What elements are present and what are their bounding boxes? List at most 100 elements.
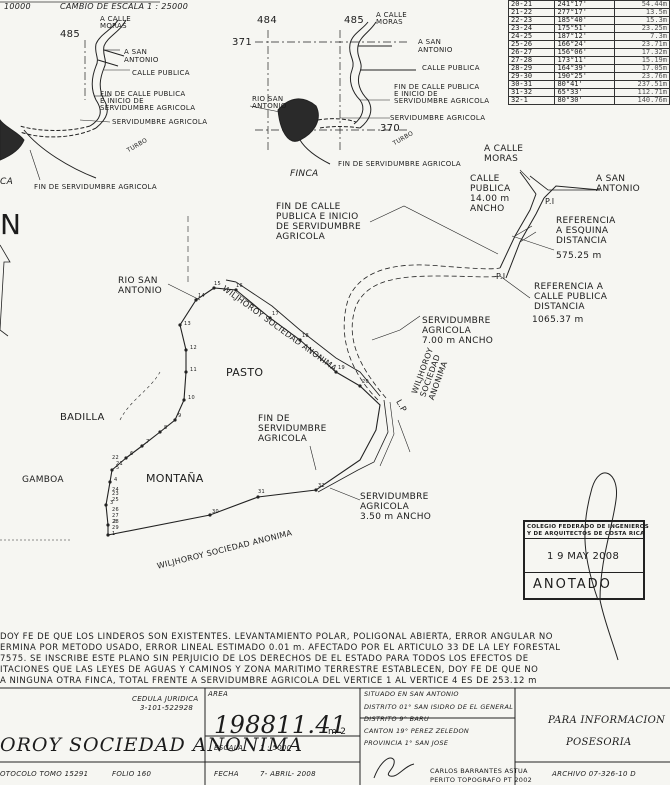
plan-ref-esquina-dist: 575.25 m — [556, 251, 602, 261]
sketch2-coord-485: 485 — [344, 15, 364, 26]
sketch2-coord-484: 484 — [257, 15, 277, 26]
cert-line-4: ITACIONES QUE LAS LEYES DE AGUAS Y CAMIN… — [0, 665, 539, 675]
vertex-label: 10 — [188, 395, 195, 401]
vertex-label: 22 — [112, 455, 119, 461]
sketch2-fin-serv: FIN DE SERVIDUMBRE AGRICOLA — [338, 160, 462, 168]
escala-value: 1 : 5000 — [260, 744, 292, 752]
vertex-label: 6 — [130, 451, 134, 457]
escala-label: ESCALA — [214, 744, 244, 752]
vertex-label: 2 — [113, 519, 117, 525]
area-label: AREA — [208, 690, 229, 698]
sketch2-rio: RIO SAN ANTONIO — [252, 95, 287, 110]
vertex-label: 25 — [112, 497, 119, 503]
surveyor-title: PERITO TOPOGRAFO PT 2002 — [430, 776, 533, 784]
sketch1-fin-calle: FIN DE CALLE PUBLICA E INICIO DE SERVIDU… — [100, 90, 196, 112]
vertex-label: 1 — [112, 531, 116, 537]
distrito2: DISTRITO 9° BARU — [364, 715, 430, 723]
sketch2-calle-publica: CALLE PUBLICA — [422, 64, 480, 72]
vertex-label: 14 — [198, 293, 205, 299]
situado: SITUADO EN SAN ANTONIO — [364, 690, 459, 698]
sketch2-coord-371: 371 — [232, 37, 252, 48]
plan-san-antonio: A SAN ANTONIO — [596, 174, 641, 194]
sketch2-calle-moras: A CALLE MORAS — [376, 11, 408, 26]
title-block-lines — [0, 687, 670, 785]
sketch2-coord-370: 370 — [380, 123, 400, 134]
cert-line-5: A NINGUNA OTRA FINCA, TOTAL FRENTE A SER… — [0, 676, 537, 686]
vertex-label: 27 — [112, 513, 119, 519]
plan-badilla: BADILLA — [60, 412, 105, 423]
sketch1-finca: CA — [0, 177, 14, 187]
plan-montana: MONTAÑA — [146, 472, 204, 485]
cert-line-1: DOY FE DE QUE LOS LINDEROS SON EXISTENTE… — [0, 632, 553, 642]
protocolo: OTOCOLO TOMO 15291 — [0, 770, 89, 778]
pi-marker-1: P.I — [545, 197, 555, 206]
plan-gamboa: GAMBOA — [22, 475, 64, 485]
sketch1-san-antonio: A SAN ANTONIO — [124, 48, 159, 64]
plan-ref-calle: REFERENCIA A CALLE PUBLICA DISTANCIA — [534, 282, 608, 312]
plan-lines — [0, 169, 601, 541]
purpose: PARA INFORMACION — [548, 715, 666, 726]
area-value: 198811.41 — [214, 711, 347, 739]
vertex-label: 30 — [212, 509, 219, 515]
vertex-label: 9 — [178, 413, 182, 419]
sketch1-calle-moras: A CALLE MORAS — [100, 15, 132, 30]
plan-ref-esquina: REFERENCIA A ESQUINA DISTANCIA — [556, 216, 616, 246]
sketch2-fin-calle: FIN DE CALLE PUBLICA E INICIO DE SERVIDU… — [394, 83, 490, 105]
plan-serv-700: SERVIDUMBRE AGRICOLA 7.00 m ANCHO — [422, 316, 494, 346]
fecha-value: 7- ABRIL- 2008 — [260, 770, 316, 778]
bearing-distance: 140.76m — [613, 96, 670, 105]
sketch2-finca: FINCA — [290, 169, 319, 179]
pi-marker-2: P.I — [496, 272, 506, 281]
cert-line-2: ERMINA POR METODO USADO, ERROR LINEAL ES… — [0, 643, 561, 653]
area-unit: m 2 — [328, 727, 347, 737]
plan-calle-publica: CALLE PUBLICA 14.00 m ANCHO — [470, 174, 511, 214]
scale-left: 10000 — [4, 2, 31, 11]
surveyor-name: CARLOS BARRANTES ASTUA — [430, 767, 528, 775]
engineers-stamp: COLEGIO FEDERADO DE INGENIEROS Y DE ARQU… — [523, 520, 649, 600]
stamp-date: 1 9 MAY 2008 — [547, 551, 620, 562]
vertex-label: 11 — [190, 367, 197, 373]
location-sketch-middle — [249, 21, 416, 165]
sketch1-coord-485: 485 — [60, 29, 80, 40]
vertex-label: 3 — [110, 500, 114, 506]
vertex-label: 29 — [112, 525, 119, 531]
sketch1-servidumbre: SERVIDUMBRE AGRICOLA — [112, 118, 208, 126]
plan-rio: RIO SAN ANTONIO — [118, 276, 163, 296]
location-sketch-left — [0, 19, 130, 181]
provincia: PROVINCIA 1° SAN JOSE — [364, 739, 449, 747]
plan-calle-moras: A CALLE MORAS — [484, 144, 524, 164]
vertex-markers — [104, 286, 362, 537]
vertex-label: 15 — [214, 281, 221, 287]
folio: FOLIO 160 — [112, 770, 152, 778]
vertex-label: 20 — [362, 379, 369, 385]
vertex-label: 12 — [190, 345, 197, 351]
vertex-label: 4 — [114, 477, 118, 483]
cedula-value: 3-101-522928 — [140, 704, 194, 712]
vertex-label: 24 — [112, 487, 119, 493]
north-letter: N — [0, 208, 22, 241]
vertex-label: 19 — [338, 365, 345, 371]
bearing-segment: 32-1 — [507, 96, 556, 105]
vertex-label: 26 — [112, 507, 119, 513]
purpose2: POSESORIA — [566, 737, 632, 748]
vertex-label: 18 — [302, 333, 309, 339]
stamp-signature — [584, 472, 619, 661]
plan-ref-calle-dist: 1065.37 m — [532, 315, 584, 325]
vertex-label: 32 — [318, 483, 325, 489]
vertex-label: 8 — [164, 425, 168, 431]
bearing-angle: 80°30' — [554, 96, 615, 105]
canton: CANTON 19° PEREZ ZELEDON — [364, 727, 470, 735]
distrito1: DISTRITO 01° SAN ISIDRO DE EL GENERAL — [364, 703, 514, 711]
sketch1-calle-publica: CALLE PUBLICA — [132, 69, 190, 77]
vertex-label: 13 — [184, 321, 191, 327]
sketch1-fin-serv: FIN DE SERVIDUMBRE AGRICOLA — [34, 183, 158, 191]
vertex-label: 17 — [272, 311, 279, 317]
plan-fin-serv: FIN DE SERVIDUMBRE AGRICOLA — [258, 414, 327, 444]
stamp-status: ANOTADO — [533, 577, 612, 592]
cedula-label: CEDULA JURIDICA — [132, 695, 199, 703]
sketch2-san-antonio: A SAN ANTONIO — [418, 38, 453, 54]
